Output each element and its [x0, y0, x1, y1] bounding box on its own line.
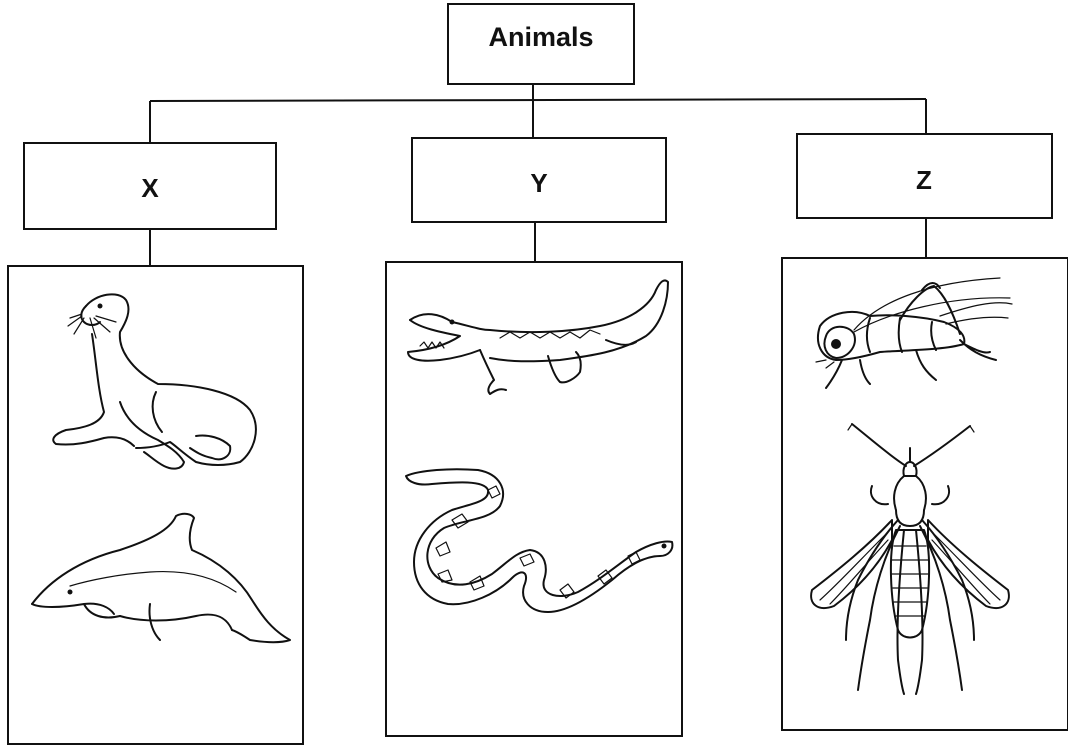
group-label-y: Y: [530, 168, 547, 198]
group-label-z: Z: [916, 165, 932, 195]
panel-x: [8, 266, 303, 744]
root-label: Animals: [488, 22, 593, 52]
connector-horizontal: [150, 99, 926, 101]
group-label-x: X: [141, 173, 159, 203]
group-node-x: X: [24, 143, 276, 229]
root-node: Animals: [448, 4, 634, 84]
group-node-y: Y: [412, 138, 666, 222]
group-node-z: Z: [797, 134, 1052, 218]
